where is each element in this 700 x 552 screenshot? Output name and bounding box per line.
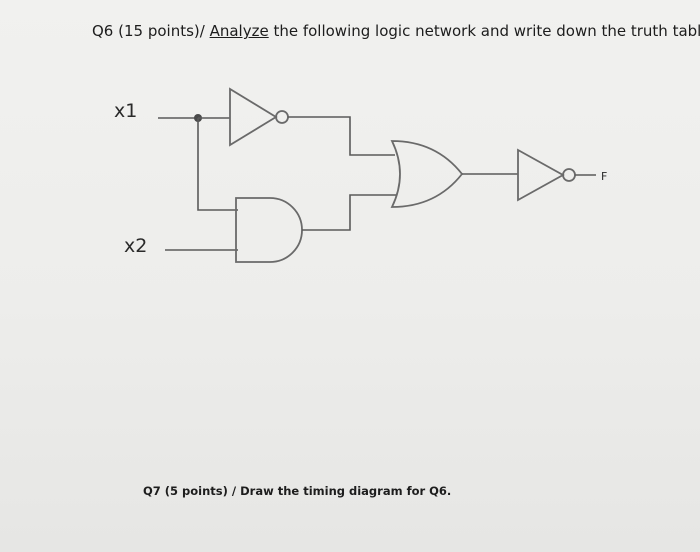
input-label-x2: x2 xyxy=(124,235,148,257)
and-gate xyxy=(235,197,303,263)
output-label-f: F xyxy=(601,170,608,183)
question-6-text: Q6 (15 points)/ Analyze the following lo… xyxy=(92,22,700,40)
or-gate xyxy=(390,140,464,208)
question-7-text: Q7 (5 points) / Draw the timing diagram … xyxy=(143,484,452,498)
not-gate-1 xyxy=(229,87,289,147)
question-6-prefix: Q6 (15 points)/ xyxy=(92,22,210,40)
input-label-x1: x1 xyxy=(114,100,138,122)
not-gate-2 xyxy=(517,148,576,202)
not-to-or-wire xyxy=(288,116,395,156)
question-6-underlined-word: Analyze xyxy=(209,22,269,40)
x1-to-and-wire xyxy=(197,118,238,211)
question-6-suffix: the following logic network and write do… xyxy=(268,22,700,40)
and-to-or-wire xyxy=(302,194,397,231)
